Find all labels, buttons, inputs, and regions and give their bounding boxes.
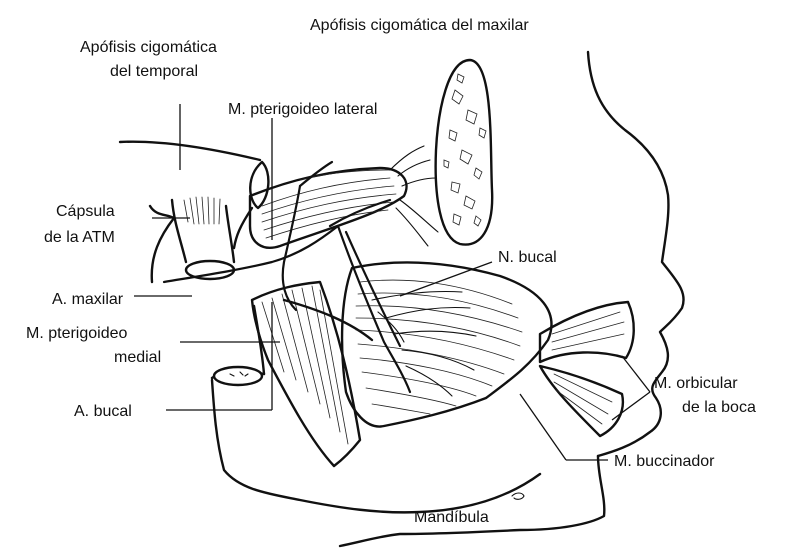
chin-outline: [340, 456, 604, 546]
label-orbicular-2: de la boca: [682, 399, 756, 416]
orbicularis-leader-1: [622, 356, 650, 392]
label-a-maxilar: A. maxilar: [52, 291, 124, 308]
label-apofisis-temporal-1: Apófisis cigomática: [80, 39, 217, 56]
label-apofisis-temporal-2: del temporal: [110, 63, 198, 80]
orbicularis-leader-2: [612, 392, 650, 420]
label-orbicular-1: M. orbicular: [654, 375, 738, 392]
mandible: [212, 306, 540, 512]
n-bucal-leader: [400, 262, 492, 296]
maxillary-artery: [134, 162, 390, 310]
label-buccinador: M. buccinador: [614, 453, 715, 470]
label-capsula-2: de la ATM: [44, 229, 115, 246]
label-apofisis-maxilar: Apófisis cigomática del maxilar: [310, 17, 529, 34]
label-pterigoideo-lateral: M. pterigoideo lateral: [228, 101, 377, 118]
medial-pterygoid-muscle: [252, 282, 372, 466]
face-profile-outline: [588, 52, 684, 456]
lateral-pterygoid-muscle: [250, 118, 438, 248]
label-mandibula: Mandíbula: [414, 509, 489, 526]
buccinator-muscle: [342, 262, 608, 460]
temporal-zygomatic-process: [120, 104, 268, 248]
label-capsula-1: Cápsula: [56, 203, 115, 220]
label-a-bucal: A. bucal: [74, 403, 132, 420]
label-n-bucal: N. bucal: [498, 249, 557, 266]
label-pterigoideo-medial-2: medial: [114, 349, 161, 366]
tmj-capsule: [150, 197, 234, 282]
label-pterigoideo-medial-1: M. pterigoideo: [26, 325, 127, 342]
buccal-nerve: [338, 226, 492, 396]
orbicularis-oris-muscle: [540, 302, 650, 436]
buccinator-leader-2: [520, 394, 566, 460]
maxillary-zygomatic-process: [436, 60, 493, 245]
